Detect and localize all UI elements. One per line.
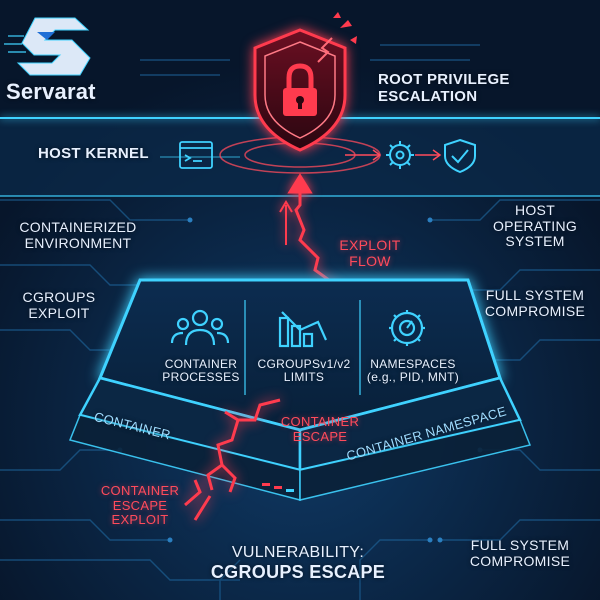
vulnerability-label: VULNERABILITY: CGROUPS ESCAPE xyxy=(208,544,388,582)
container-processes-label: CONTAINER PROCESSES xyxy=(158,357,244,385)
status-lights xyxy=(262,483,294,492)
kernel-arrows xyxy=(345,149,442,161)
cgroups-limits-line2: LIMITS xyxy=(283,370,325,385)
full-system-bottom-line1: FULL SYSTEM xyxy=(470,537,570,553)
bar-chart-icon xyxy=(278,311,328,348)
cgroups-exploit-line1: CGROUPS xyxy=(22,289,96,305)
cgroups-exploit-label: CGROUPS EXPLOIT xyxy=(14,289,104,321)
exploit-flow-label: EXPLOIT FLOW xyxy=(335,237,405,269)
escape-lightning xyxy=(184,398,281,521)
container-escape-line2: ESCAPE xyxy=(292,428,348,444)
host-os-line3: SYSTEM xyxy=(505,233,565,250)
root-privilege-label: ROOT PRIVILEGE ESCALATION xyxy=(378,71,510,106)
servarat-logo-mark xyxy=(4,17,91,76)
escape-exploit-line1: CONTAINER xyxy=(100,483,180,498)
namespaces-label: NAMESPACES (e.g., PID, MNT) xyxy=(365,357,461,385)
host-kernel-label: HOST KERNEL xyxy=(38,145,149,162)
containerized-environment-label: CONTAINERIZED ENVIRONMENT xyxy=(8,219,148,251)
container-escape-line1: CONTAINER xyxy=(280,414,360,429)
people-icon xyxy=(170,309,230,346)
full-system-bottom-line2: COMPROMISE xyxy=(469,552,571,569)
host-os-label: HOST OPERATING SYSTEM xyxy=(480,202,590,250)
escape-exploit-line3: EXPLOIT xyxy=(111,512,169,528)
container-platform xyxy=(68,278,532,501)
check-shield-icon xyxy=(444,138,476,174)
container-escape-label: CONTAINER ESCAPE xyxy=(275,414,365,444)
brand-name: Servarat xyxy=(6,79,96,104)
exploit-flow-line2: FLOW xyxy=(349,252,391,269)
namespaces-line2: (e.g., PID, MNT) xyxy=(366,370,460,385)
namespaces-line1: NAMESPACES xyxy=(370,357,456,371)
root-privilege-line2: ESCALATION xyxy=(378,87,478,105)
escape-exploit-line2: ESCAPE xyxy=(112,497,168,513)
full-system-right-label: FULL SYSTEM COMPROMISE xyxy=(480,287,590,319)
container-processes-line1: CONTAINER xyxy=(164,357,238,371)
host-os-line2: OPERATING xyxy=(492,217,578,234)
broken-lock-shield-icon xyxy=(253,12,357,152)
vulnerability-line2: CGROUPS ESCAPE xyxy=(210,561,386,582)
containerized-line1: CONTAINERIZED xyxy=(19,219,137,235)
gear-icon xyxy=(386,141,414,169)
cgroups-limits-line1: CGROUPSv1/v2 xyxy=(257,357,351,371)
cgroups-limits-label: CGROUPSv1/v2 LIMITS xyxy=(256,357,352,385)
vulnerability-line1: VULNERABILITY: xyxy=(231,544,365,561)
root-privilege-line1: ROOT PRIVILEGE xyxy=(378,71,510,88)
container-processes-line2: PROCESSES xyxy=(162,370,240,385)
containerized-line2: ENVIRONMENT xyxy=(24,234,132,251)
full-system-bottom-label: FULL SYSTEM COMPROMISE xyxy=(455,537,585,569)
host-os-line1: HOST xyxy=(514,202,556,218)
full-system-right-line2: COMPROMISE xyxy=(484,302,586,319)
namespace-gear-icon xyxy=(389,310,425,346)
cgroups-exploit-line2: EXPLOIT xyxy=(28,304,90,321)
escape-exploit-label: CONTAINER ESCAPE EXPLOIT xyxy=(90,483,190,528)
exploit-flow-line1: EXPLOIT xyxy=(339,237,401,253)
full-system-right-line1: FULL SYSTEM xyxy=(485,287,585,303)
terminal-window-icon xyxy=(179,141,213,169)
